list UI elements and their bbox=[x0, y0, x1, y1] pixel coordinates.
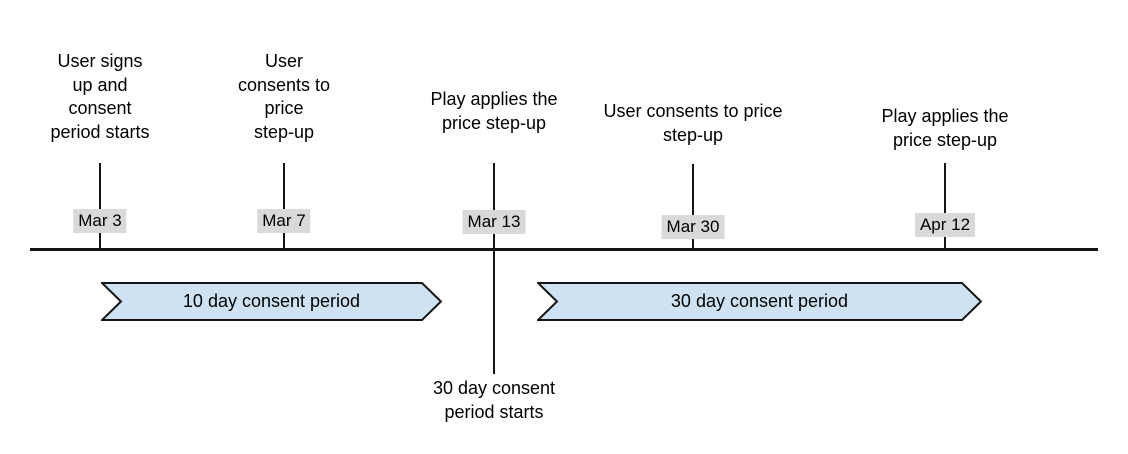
event-tick-line bbox=[944, 163, 946, 250]
event-date-chip: Mar 13 bbox=[462, 210, 526, 234]
event-label: Play applies the price step-up bbox=[430, 89, 558, 133]
event-label: User consents to price step-up bbox=[603, 101, 783, 145]
band-label: 30 day consent period bbox=[670, 291, 849, 311]
chevron-arrow-shape bbox=[537, 282, 982, 321]
event-tick-line bbox=[283, 163, 285, 250]
band-label: 10 day consent period bbox=[182, 291, 361, 311]
event-date-chip: Mar 7 bbox=[257, 209, 311, 233]
event-label: User consents to price step-up bbox=[237, 51, 331, 142]
chevron-arrow-shape bbox=[101, 282, 442, 321]
footnote-label: 30 day consent period starts bbox=[432, 378, 556, 422]
consent-period-band-30-day: 30 day consent period bbox=[537, 282, 982, 321]
event-label: Play applies the price step-up bbox=[881, 106, 1009, 150]
consent-period-band-10-day: 10 day consent period bbox=[101, 282, 442, 321]
timeline-axis-line bbox=[30, 248, 1098, 251]
event-label: User signs up and consent period starts bbox=[50, 51, 150, 142]
event-date-chip: Mar 3 bbox=[73, 209, 127, 233]
event-tick-line bbox=[99, 163, 101, 250]
event-date-chip: Mar 30 bbox=[661, 215, 725, 239]
event-tick-line bbox=[692, 164, 694, 250]
event-tick-line bbox=[493, 163, 495, 374]
event-date-chip: Apr 12 bbox=[914, 213, 976, 237]
